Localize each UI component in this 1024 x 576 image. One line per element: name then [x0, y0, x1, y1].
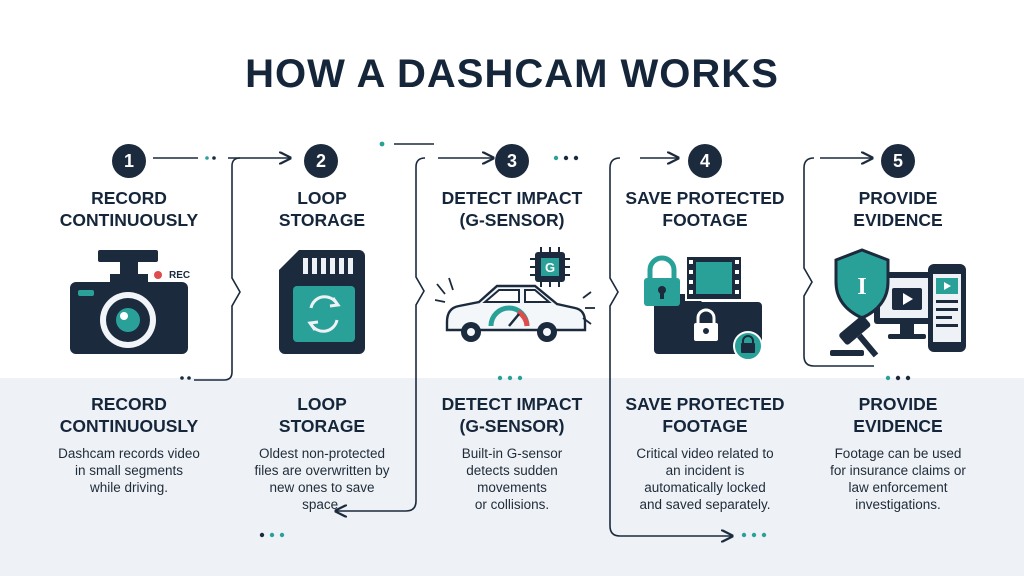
- shield-label: I: [857, 274, 866, 300]
- connector-path-3-4: [609, 157, 732, 536]
- connector-path-2-3: [336, 157, 426, 511]
- step-3-bottom-title: DETECT IMPACT(G-SENSOR): [441, 394, 583, 436]
- step-number-5: 5: [881, 144, 915, 178]
- page-title: HOW A DASHCAM WORKS: [245, 52, 779, 96]
- dashcam-camera-icon: [70, 250, 188, 354]
- step-3-title: DETECT IMPACT(G-SENSOR): [441, 188, 583, 230]
- step-number-1: 1: [112, 144, 146, 178]
- sd-card-loop-icon: [279, 250, 365, 354]
- connector-path-4-5: [803, 157, 874, 367]
- step-number-3: 3: [495, 144, 529, 178]
- connector-path-1-2: [194, 157, 241, 381]
- car-impact-sensor-icon: G: [435, 247, 595, 342]
- evidence-shield-devices-icon: I: [830, 248, 966, 358]
- step-number-2: 2: [304, 144, 338, 178]
- step-number-4: 4: [688, 144, 722, 178]
- g-chip-label: G: [545, 260, 555, 275]
- bottom-background-band: [0, 378, 1024, 576]
- locked-folder-icon: [644, 255, 763, 361]
- rec-label: REC: [169, 270, 191, 281]
